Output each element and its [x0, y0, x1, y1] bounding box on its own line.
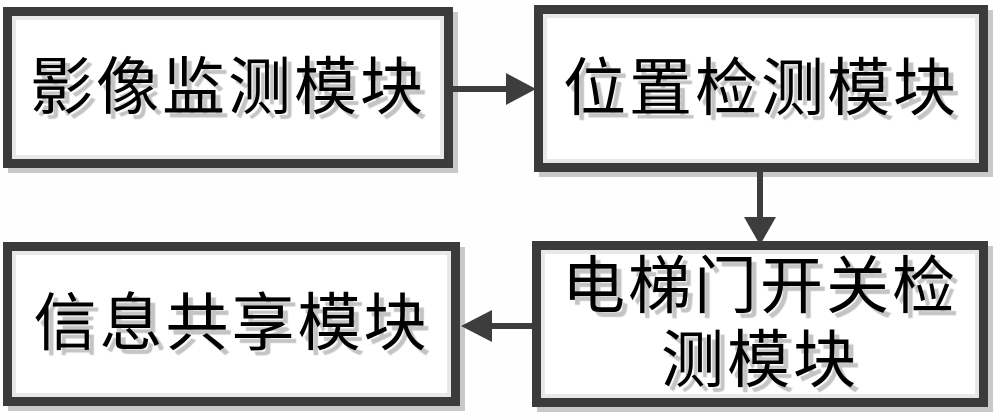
arrowhead-left-icon — [461, 310, 492, 342]
node-label-image-monitoring: 影像监测模块 — [30, 52, 426, 123]
node-label-door-detection: 电梯门开关检测模块 — [562, 252, 958, 396]
node-image-monitoring-module: 影像监测模块 — [3, 7, 453, 168]
arrow-image-to-position — [452, 73, 536, 105]
node-label-position-detection: 位置检测模块 — [563, 53, 959, 124]
node-elevator-door-switch-detection-module: 电梯门开关检测模块 — [532, 241, 988, 407]
node-position-detection-module: 位置检测模块 — [534, 5, 988, 172]
arrowhead-right-icon — [506, 73, 536, 105]
arrow-door-to-sharing — [461, 310, 533, 342]
arrow-position-to-door — [744, 168, 776, 245]
node-label-info-sharing: 信息共享模块 — [33, 289, 430, 359]
node-information-sharing-module: 信息共享模块 — [3, 242, 460, 406]
